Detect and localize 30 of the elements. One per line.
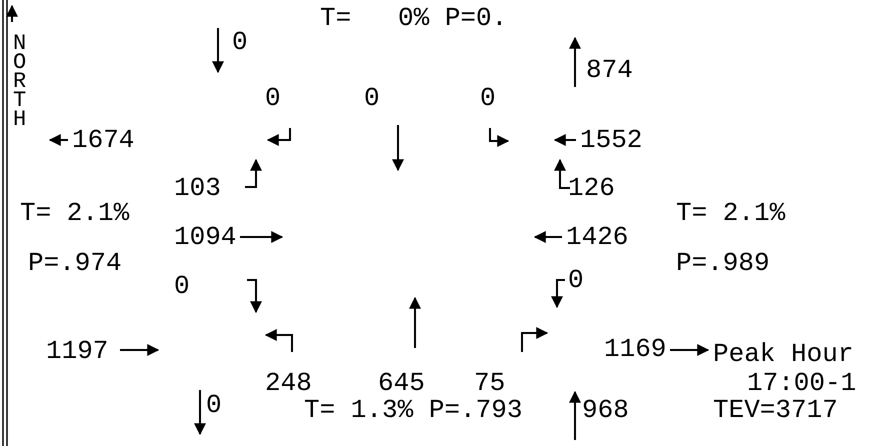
volume-number: 0 xyxy=(480,85,496,111)
volume-number: 248 xyxy=(265,370,312,396)
summary-text: T= 1.3% P=.793 xyxy=(304,397,522,423)
volume-number: 874 xyxy=(586,57,633,83)
north-label: NORTH xyxy=(13,34,28,129)
volume-number: 103 xyxy=(174,175,221,201)
volume-number: 0 xyxy=(232,29,248,55)
time-range-text: 17:00-1 xyxy=(747,370,856,396)
volume-number: 1674 xyxy=(72,127,134,153)
volume-number: 1197 xyxy=(46,338,108,364)
volume-number: 968 xyxy=(582,397,629,423)
peak-hour-label: Peak Hour xyxy=(713,341,854,367)
peak-factor-text: P=.989 xyxy=(676,250,770,276)
peak-factor-text: P=.974 xyxy=(28,250,122,276)
truck-percent-text: T= 2.1% xyxy=(20,200,130,226)
truck-percent-text: T= 2.1% xyxy=(676,200,786,226)
volume-number: 645 xyxy=(378,370,425,396)
volume-number: 0 xyxy=(568,267,584,293)
total-volume-text: TEV=3717 xyxy=(713,397,838,423)
volume-number: 126 xyxy=(568,175,615,201)
volume-number: 0 xyxy=(206,392,222,418)
volume-number: 1094 xyxy=(174,224,236,250)
volume-number: 1426 xyxy=(566,224,628,250)
volume-number: 0 xyxy=(265,85,281,111)
volume-number: 75 xyxy=(474,370,506,396)
volume-number: 1169 xyxy=(604,336,666,362)
volume-number: 1552 xyxy=(580,127,642,153)
volume-number: 0 xyxy=(174,273,190,299)
summary-text: T= 0% P=0. xyxy=(320,5,508,31)
volume-number: 0 xyxy=(364,85,380,111)
